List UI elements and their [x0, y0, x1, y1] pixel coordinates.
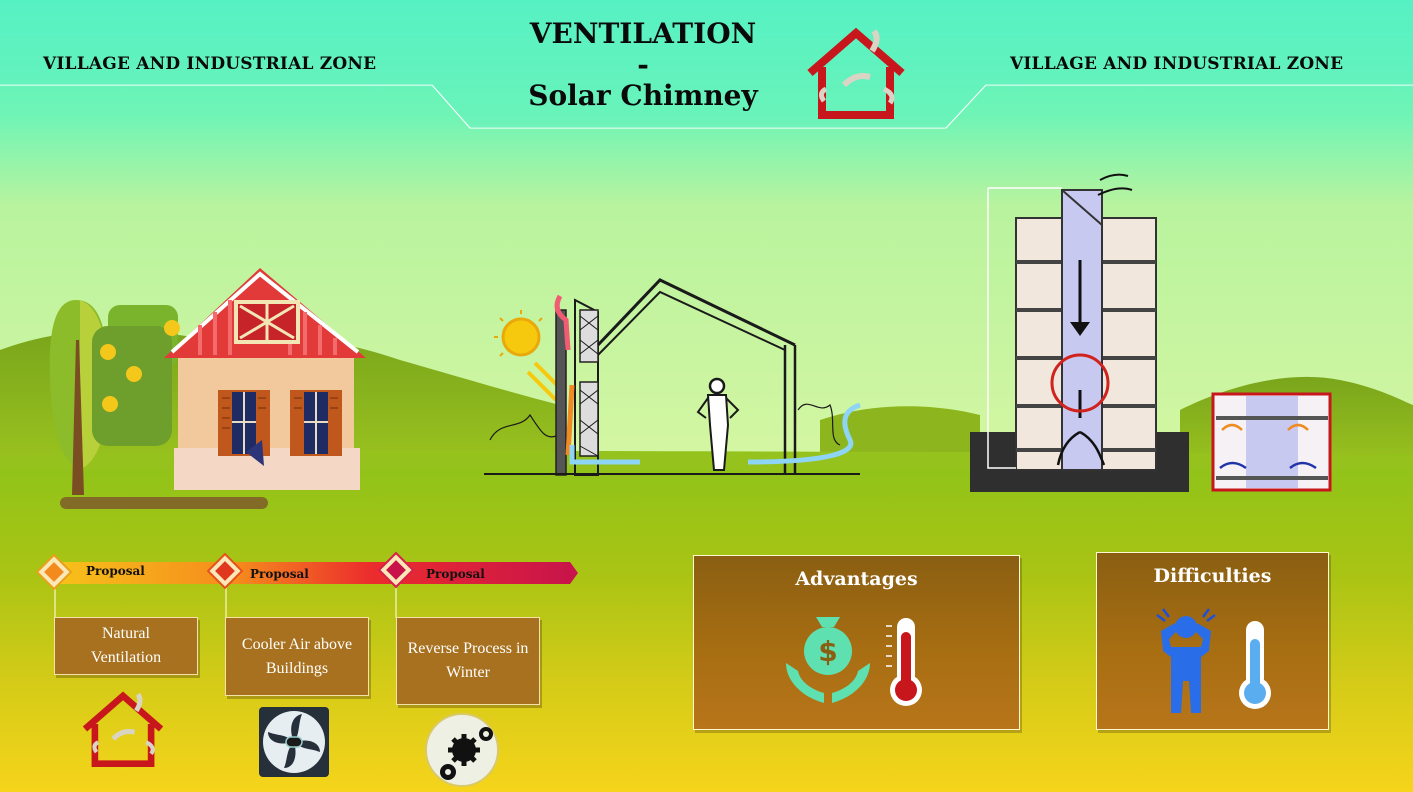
- advantages-card: Advantages $: [693, 555, 1020, 730]
- house-airflow-icon: [82, 691, 164, 768]
- page-title: VENTILATION - Solar Chimney: [493, 18, 793, 111]
- multi-storey-building: [970, 173, 1189, 492]
- proposal-tag-2: Proposal: [250, 567, 309, 581]
- stressed-person-icon: [1156, 608, 1216, 713]
- proposal-timeline: [35, 551, 578, 618]
- advantages-title: Advantages: [795, 568, 918, 590]
- proposal-text: Cooler Air above Buildings: [241, 635, 353, 677]
- zone-label-right: VILLAGE AND INDUSTRIAL ZONE: [1010, 54, 1344, 74]
- village-house: [164, 268, 366, 490]
- tree-group: [49, 300, 268, 509]
- difficulties-card: Difficulties: [1096, 552, 1329, 730]
- zone-label-left: VILLAGE AND INDUSTRIAL ZONE: [43, 54, 377, 74]
- solar-chimney-sketch: [484, 278, 861, 476]
- chimney-detail-inset: [1211, 392, 1332, 492]
- title-line-2: -: [637, 48, 649, 81]
- gears-icon: [425, 713, 499, 787]
- title-line-3: Solar Chimney: [528, 79, 758, 112]
- svg-text:$: $: [818, 635, 837, 668]
- proposal-text: Reverse Process in Winter: [407, 640, 529, 681]
- proposal-tag-3: Proposal: [426, 567, 485, 581]
- fan-icon: [259, 707, 329, 777]
- money-hands-icon: $: [786, 617, 870, 703]
- title-line-1: VENTILATION: [529, 17, 757, 50]
- proposal-card-natural-ventilation: Natural Ventilation: [54, 617, 198, 675]
- difficulties-title: Difficulties: [1153, 565, 1272, 587]
- proposal-text: Natural Ventilation: [90, 625, 162, 666]
- house-airflow-icon: [807, 27, 905, 119]
- thermometer-cold-icon: [1239, 621, 1271, 709]
- proposal-tag-1: Proposal: [86, 564, 145, 578]
- proposal-card-cooler-air: Cooler Air above Buildings: [225, 617, 369, 696]
- thermometer-hot-icon: [886, 618, 922, 706]
- proposal-card-reverse-process: Reverse Process in Winter: [396, 617, 540, 705]
